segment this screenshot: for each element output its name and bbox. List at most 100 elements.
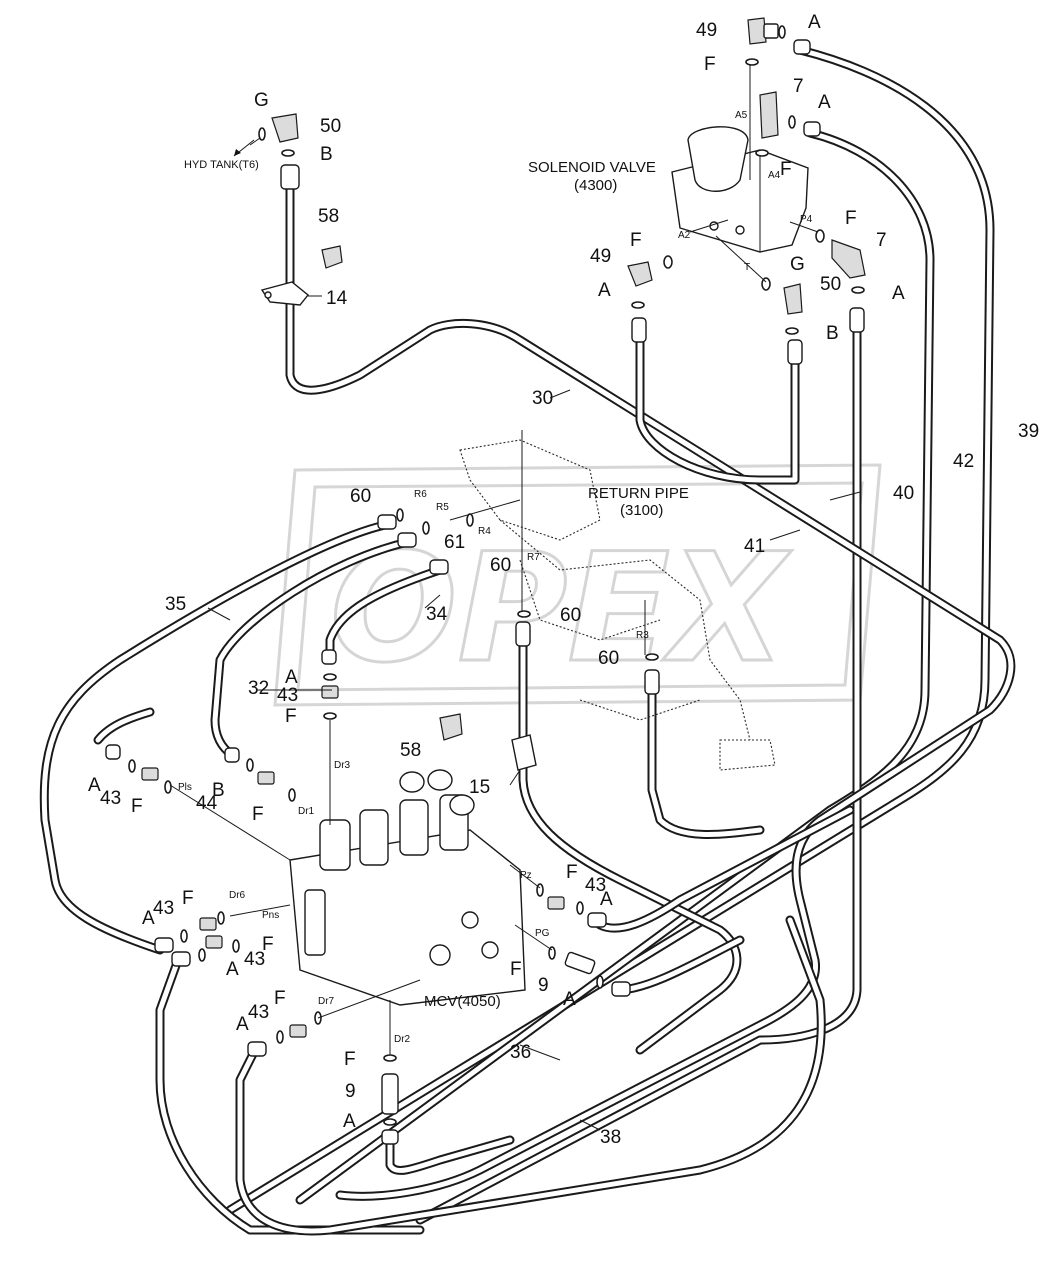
part-number-30: 30 xyxy=(532,388,553,409)
part-number-60: 60 xyxy=(490,555,511,576)
port-label: Dr6 xyxy=(229,890,246,901)
seal-letter-f: F xyxy=(131,796,143,817)
port-label: PG xyxy=(535,928,550,939)
port-label: R6 xyxy=(414,489,427,500)
port-label: Dr3 xyxy=(334,760,351,771)
port-label: Pns xyxy=(262,910,279,921)
elbow-fitting-49-top xyxy=(747,17,767,45)
part-number-49: 49 xyxy=(590,246,611,267)
part-number-15: 15 xyxy=(469,777,490,798)
part-number-9: 9 xyxy=(345,1081,356,1102)
port-label: P4 xyxy=(800,214,813,225)
part-number-38: 38 xyxy=(600,1127,621,1148)
adapter-58-top xyxy=(321,245,343,269)
part-number-14: 14 xyxy=(326,288,348,309)
port-label: A2 xyxy=(678,230,691,241)
seal-letter-a: A xyxy=(892,283,905,304)
seal-letter-a: A xyxy=(808,12,821,33)
port-label: Dr7 xyxy=(318,996,335,1007)
seal-letter-b: B xyxy=(826,323,839,344)
port-label: A5 xyxy=(735,110,748,121)
seal-letter-b: B xyxy=(320,144,333,165)
solenoid-valve-code: (4300) xyxy=(574,177,617,194)
component-labels: SOLENOID VALVE (4300) RETURN PIPE (3100)… xyxy=(184,159,689,1010)
seal-letter-f: F xyxy=(566,862,578,883)
seal-letter-f: F xyxy=(845,208,857,229)
return-pipe-body xyxy=(459,439,776,771)
seal-letter-f: F xyxy=(274,988,286,1009)
part-number-41: 41 xyxy=(744,536,765,557)
port-label: Pz xyxy=(520,870,532,881)
seal-rings xyxy=(128,25,865,1126)
seal-letter-a: A xyxy=(226,959,239,980)
part-number-60: 60 xyxy=(598,648,619,669)
part-number-50: 50 xyxy=(820,274,841,295)
mcv-name: MCV(4050) xyxy=(424,993,501,1010)
part-number-36: 36 xyxy=(510,1042,531,1063)
seal-letter-f: F xyxy=(510,959,522,980)
seal-letter-f: F xyxy=(285,706,297,727)
hose-38 xyxy=(155,955,425,1235)
elbow-fitting-49-mid xyxy=(627,261,653,287)
part-number-42: 42 xyxy=(953,451,974,472)
part-number-9: 9 xyxy=(538,975,549,996)
seal-letter-f: F xyxy=(704,54,716,75)
seal-letter-f: F xyxy=(344,1049,356,1070)
seal-letter-a: A xyxy=(236,1014,249,1035)
return-pipe-name: RETURN PIPE xyxy=(588,485,689,502)
part-number-7: 7 xyxy=(793,76,804,97)
seal-letter-g: G xyxy=(254,90,269,111)
solenoid-valve-name: SOLENOID VALVE xyxy=(528,159,656,176)
elbow-fitting-50-left xyxy=(271,113,299,143)
port-label: Pls xyxy=(178,782,192,793)
seal-letter-f: F xyxy=(780,159,792,180)
elbow-fitting-50-right xyxy=(783,283,803,315)
check-valve-9-dr2 xyxy=(381,1073,399,1115)
port-label: R4 xyxy=(478,526,491,537)
part-number-44: 44 xyxy=(196,793,218,814)
seal-letter-b: B xyxy=(212,780,225,801)
port-label: Dr1 xyxy=(298,806,315,817)
port-label: R7 xyxy=(527,552,540,563)
part-number-43: 43 xyxy=(244,949,265,970)
clamp-14 xyxy=(260,281,309,306)
part-number-58: 58 xyxy=(318,206,339,227)
part-number-7: 7 xyxy=(876,230,887,251)
port-label: R5 xyxy=(436,502,449,513)
part-number-35: 35 xyxy=(165,594,186,615)
part-number-43: 43 xyxy=(100,788,121,809)
seal-letter-a: A xyxy=(600,889,613,910)
hyd-tank-name: HYD TANK(T6) xyxy=(184,159,259,171)
hyd-tank-arrow-icon xyxy=(233,139,255,157)
solenoid-valve xyxy=(671,126,809,253)
seal-letter-f: F xyxy=(182,888,194,909)
seal-letter-f: F xyxy=(262,934,274,955)
leader-lines xyxy=(169,64,861,1131)
part-number-60: 60 xyxy=(350,486,371,507)
port-label: Dr2 xyxy=(394,1034,411,1045)
pipe-layer xyxy=(39,45,1016,1236)
part-number-labels: 49 7 7 49 50 50 58 58 14 30 39 42 40 41 … xyxy=(100,20,1039,1148)
part-number-32: 32 xyxy=(248,678,269,699)
elbow-fitting-7-right xyxy=(831,239,866,279)
part-number-49: 49 xyxy=(696,20,717,41)
seal-letter-a: A xyxy=(142,908,155,929)
part-number-60: 60 xyxy=(560,605,581,626)
seal-letter-a: A xyxy=(818,92,831,113)
watermark: OPEX xyxy=(273,463,882,707)
seal-letter-f: F xyxy=(630,230,642,251)
seal-letter-a: A xyxy=(343,1111,356,1132)
seal-letter-f: F xyxy=(252,804,264,825)
part-number-50: 50 xyxy=(320,116,341,137)
seal-letter-g: G xyxy=(790,254,805,275)
part-number-34: 34 xyxy=(426,604,448,625)
mcv-valve xyxy=(289,769,526,1006)
port-labels: A5 A4 A2 P4 T R6 R5 R4 R7 R3 Dr3 Dr1 Dr6… xyxy=(178,110,813,1045)
watermark-text: OPEX xyxy=(330,522,792,696)
seal-letter-a: A xyxy=(598,280,611,301)
fittings xyxy=(105,17,866,1145)
port-label: R3 xyxy=(636,630,649,641)
return-pipe-code: (3100) xyxy=(620,502,663,519)
adapter-58-mid xyxy=(439,713,463,741)
